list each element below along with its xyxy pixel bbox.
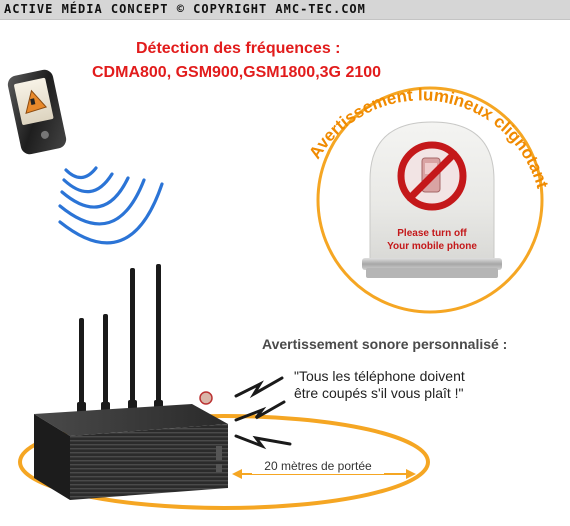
range-ellipse	[18, 414, 430, 510]
sign-ring	[316, 86, 544, 314]
mobile-phone-icon	[7, 69, 67, 155]
header-copyright: ACTIVE MÉDIA CONCEPT © COPYRIGHT AMC-TEC…	[4, 2, 366, 16]
audio-warning-title: Avertissement sonore personnalisé :	[262, 336, 508, 352]
header-bar: ACTIVE MÉDIA CONCEPT © COPYRIGHT AMC-TEC…	[0, 0, 570, 20]
audio-warning-quote: "Tous les téléphone doivent être coupés …	[294, 368, 465, 402]
antennas	[77, 264, 163, 416]
sound-burst-icon	[234, 376, 292, 450]
range-label-bg	[252, 458, 384, 474]
jammer-device	[34, 391, 228, 500]
frequency-title: Détection des fréquences :	[136, 40, 341, 57]
frequency-list: CDMA800, GSM900,GSM1800,3G 2100	[92, 64, 382, 81]
signal-waves-icon	[58, 166, 164, 245]
audio-quote-line-2: être coupés s'il vous plaît !"	[294, 385, 464, 401]
sign-line-2: Your mobile phone	[387, 241, 477, 252]
range-label: 20 mètres de portée	[264, 459, 372, 473]
sign-line-1: Please turn off	[397, 228, 467, 239]
no-phone-sign-icon	[397, 141, 467, 211]
audio-quote-line-1: "Tous les téléphone doivent	[294, 368, 465, 384]
warning-sign: Please turn off Your mobile phone	[362, 121, 502, 278]
